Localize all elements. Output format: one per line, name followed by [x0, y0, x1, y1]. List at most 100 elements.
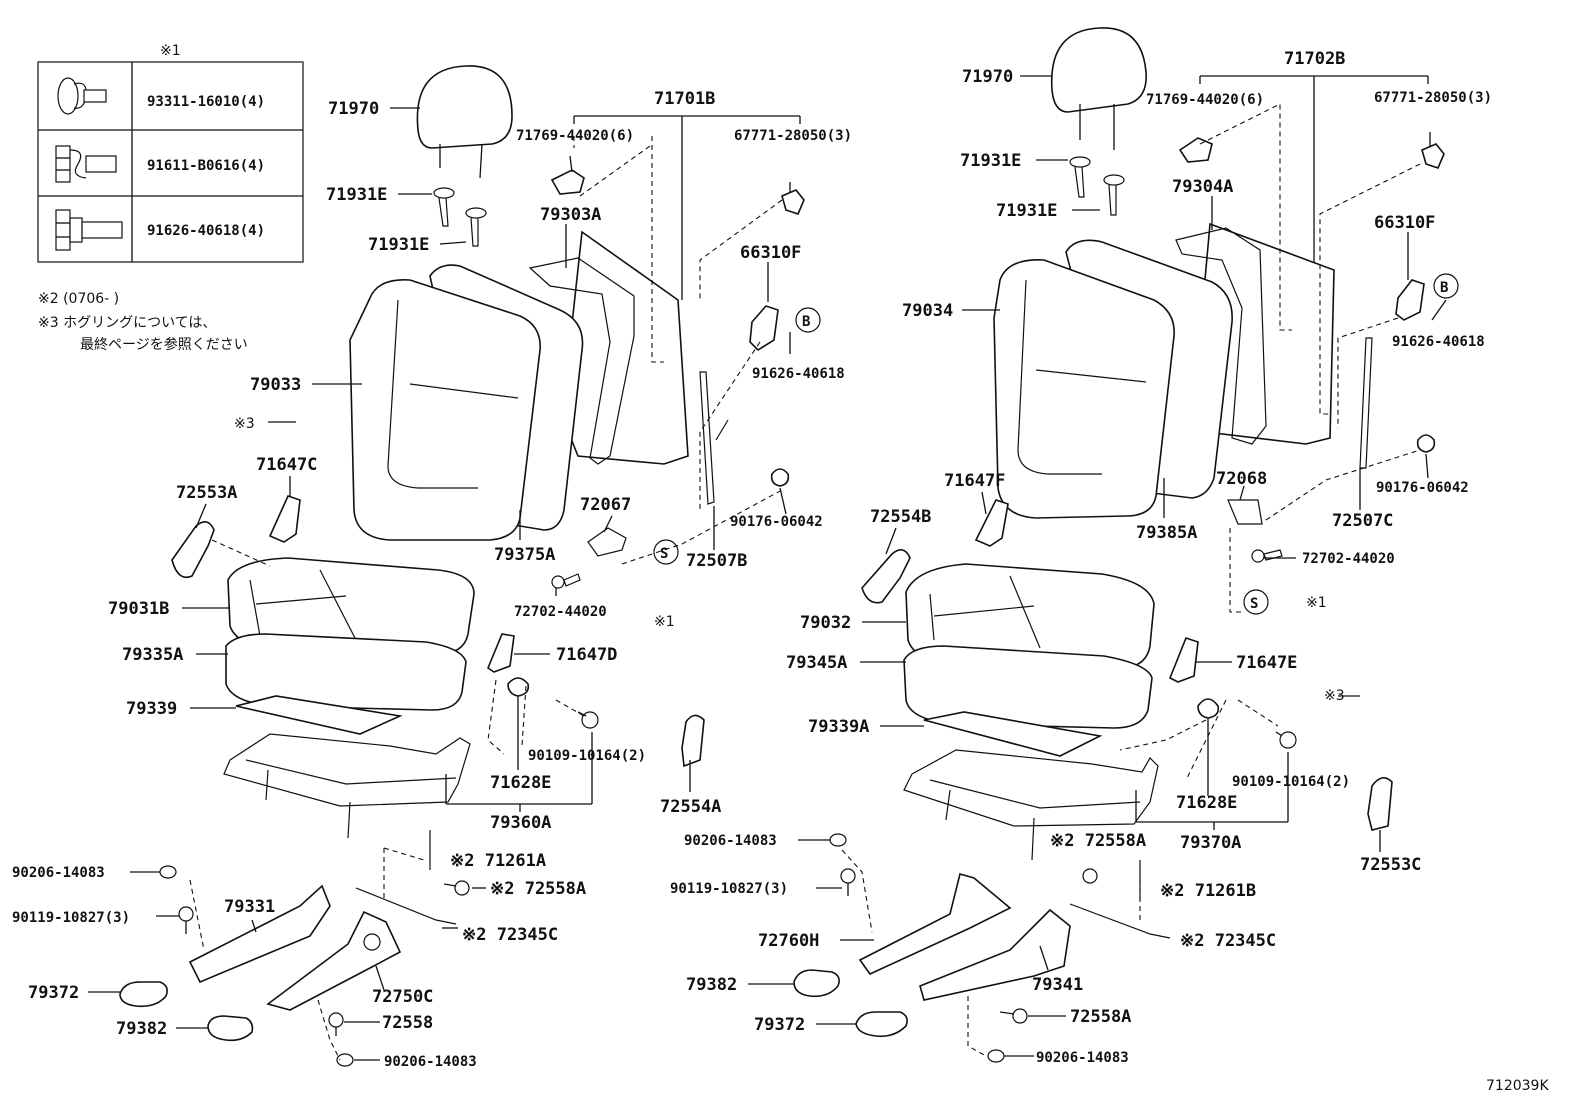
label-71647e: 71647E — [1236, 653, 1297, 673]
bushing-71628e-left — [507, 677, 530, 697]
legend-part-2: 91611-B0616(4) — [147, 158, 265, 174]
bolt-90119-right — [840, 868, 856, 896]
label-72558: 72558 — [382, 1013, 433, 1033]
label-79372-right: 79372 — [754, 1015, 805, 1035]
nut-90206-right-2 — [987, 1049, 1005, 1063]
label-71931e-left-1: 71931E — [326, 185, 387, 205]
label-79031b: 79031B — [108, 599, 169, 619]
label-72553c: 72553C — [1360, 855, 1421, 875]
label-90206-right-1: 90206-14083 — [684, 833, 777, 849]
label-71647f: 71647F — [944, 471, 1005, 491]
cover-72553c — [1367, 777, 1393, 831]
cover-71647e — [1168, 637, 1199, 683]
label-72554a: 72554A — [660, 797, 721, 817]
bolt-72702-right — [1251, 549, 1283, 563]
marker-b-right — [1433, 273, 1459, 299]
seat-frame-left — [223, 733, 471, 839]
label-72553a: 72553A — [176, 483, 237, 503]
label-72067: 72067 — [580, 495, 631, 515]
label-79382-right: 79382 — [686, 975, 737, 995]
cover-71647c — [268, 495, 301, 543]
label-72702-left: 72702-44020 — [514, 604, 607, 620]
label-71769-left: 71769-44020(6) — [516, 128, 634, 144]
back-frame-left — [528, 257, 635, 465]
belt-72507c — [1359, 337, 1373, 469]
marker-b-left-text: B — [802, 314, 810, 330]
label-91626-left: 91626-40618 — [752, 366, 845, 382]
rail-79331 — [188, 884, 331, 984]
label-79033: 79033 — [250, 375, 301, 395]
label-67771-left: 67771-28050(3) — [734, 128, 852, 144]
label-66310f-left: 66310F — [740, 243, 801, 263]
nut-90206-left-2 — [336, 1053, 354, 1067]
note-3-line-2: 最終ページを参照ください — [80, 336, 248, 353]
legend-part-1: 93311-16010(4) — [147, 94, 265, 110]
nut-90206-right-1 — [829, 833, 847, 847]
cover-72554a — [681, 714, 705, 768]
label-72558a-right-2: 72558A — [1070, 1007, 1131, 1027]
bushing-71628e-right — [1197, 698, 1220, 719]
bolt-72702-left — [551, 573, 581, 589]
bolt-72558-left — [328, 1012, 344, 1036]
note-3-line-1: ※3 ホグリングについては、 — [38, 315, 216, 331]
label-90109-right: 90109-10164(2) — [1232, 774, 1350, 790]
cover-72554b — [861, 549, 911, 604]
label-71931e-right-1: 71931E — [960, 151, 1021, 171]
sheet-79339a — [923, 711, 1103, 757]
clip-67771-left — [781, 182, 805, 215]
headrest-left — [416, 65, 513, 179]
label-79331: 79331 — [224, 897, 275, 917]
label-90119-left: 90119-10827(3) — [12, 910, 130, 926]
label-79341: 79341 — [1032, 975, 1083, 995]
label-72558a-right-1: ※2 72558A — [1050, 831, 1146, 851]
label-90206-left-2: 90206-14083 — [384, 1054, 477, 1070]
label-79385a: 79385A — [1136, 523, 1197, 543]
pin-left-1 — [433, 187, 455, 227]
clip-67771-right — [1421, 132, 1445, 169]
cap-79372-right — [855, 1011, 908, 1038]
nut-90206-left-1 — [159, 865, 177, 879]
marker-s-right — [1243, 589, 1269, 615]
legend-title: ※1 — [160, 43, 181, 59]
label-79372-left: 79372 — [28, 983, 79, 1003]
cap-79382-right — [793, 969, 840, 998]
label-90206-left-1: 90206-14083 — [12, 865, 105, 881]
marker-b-left — [795, 307, 821, 333]
cushion-pad-right — [903, 645, 1153, 729]
cover-71647d — [487, 633, 515, 673]
label-79382-left: 79382 — [116, 1019, 167, 1039]
rail-72760h — [858, 873, 1012, 976]
label-x1-left: ※1 — [654, 614, 675, 630]
label-71970-right: 71970 — [962, 67, 1013, 87]
marker-b-right-text: B — [1440, 280, 1448, 296]
bracket-66310f-right — [1395, 279, 1425, 321]
label-72702-right: 72702-44020 — [1302, 551, 1395, 567]
clip-71769-right — [1178, 137, 1213, 163]
right-seat-assembly: B S — [793, 27, 1459, 1063]
label-79345a: 79345A — [786, 653, 847, 673]
headrest-right — [1050, 27, 1147, 150]
label-72068: 72068 — [1216, 469, 1267, 489]
bolt-72558a-right-1 — [1082, 868, 1098, 884]
wire-72345c-right — [1069, 903, 1171, 939]
label-72345c-right: ※2 72345C — [1180, 931, 1276, 951]
label-90206-right-2: 90206-14083 — [1036, 1050, 1129, 1066]
label-x1-right: ※1 — [1306, 595, 1327, 611]
belt-72507b — [699, 371, 729, 505]
label-90176-right: 90176-06042 — [1376, 480, 1469, 496]
label-72760h: 72760H — [758, 931, 819, 951]
pin-left-2 — [465, 207, 487, 247]
sheet-79339 — [235, 695, 403, 735]
label-71702b: 71702B — [1284, 49, 1345, 69]
label-71628e-left: 71628E — [490, 773, 551, 793]
cushion-pad-left — [225, 633, 467, 711]
bracket-72068 — [1227, 499, 1263, 525]
clip-90176-right — [1416, 434, 1436, 453]
label-79034: 79034 — [902, 301, 953, 321]
left-seat-assembly: B S — [119, 65, 821, 1067]
label-90119-right: 90119-10827(3) — [670, 881, 788, 897]
dashed-assembly-lines — [189, 103, 1421, 1061]
clip-90176-left — [770, 468, 790, 487]
pin-right-1 — [1069, 156, 1091, 198]
label-71970-left: 71970 — [328, 99, 379, 119]
